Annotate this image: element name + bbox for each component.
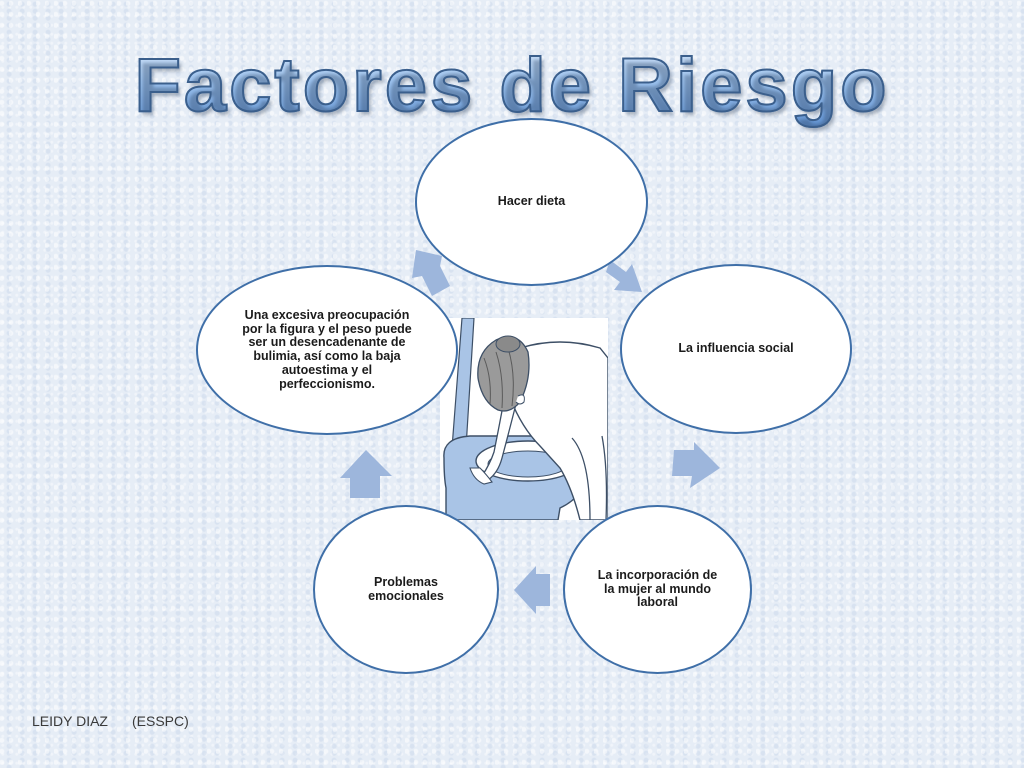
cycle-node-label: La incorporación de la mujer al mundo la… [597,567,718,610]
cycle-arrow-bottom-left-to-left [340,450,392,498]
cycle-node-influencia-social: La influencia social [620,264,852,434]
cycle-arrow-right-to-bottom-right [672,442,720,488]
person-vomiting-toilet-illustration [440,318,608,520]
slide-title: Factores de Riesgo [0,42,1024,129]
cycle-node-label: Hacer dieta [497,194,566,209]
footer-org: (ESSPC) [132,713,189,729]
cycle-arrow-top-to-right [606,260,642,292]
cycle-node-mujer-mundo-laboral: La incorporación de la mujer al mundo la… [563,505,752,674]
cycle-node-label: La influencia social [678,341,794,356]
cycle-node-preocupacion-figura: Una excesiva preocupación por la figura … [196,265,458,435]
footer-author: LEIDY DIAZ [32,713,108,729]
cycle-arrow-bottom-right-to-bottom-left [514,566,550,614]
cycle-node-hacer-dieta: Hacer dieta [415,118,648,286]
cycle-node-problemas-emocionales: Problemas emocionales [313,505,499,674]
slide-footer: LEIDY DIAZ (ESSPC) [32,713,213,729]
cycle-node-label: Una excesiva preocupación por la figura … [242,307,412,391]
cycle-arrow-left-to-top [412,250,450,296]
cycle-node-label: Problemas emocionales [368,574,444,603]
